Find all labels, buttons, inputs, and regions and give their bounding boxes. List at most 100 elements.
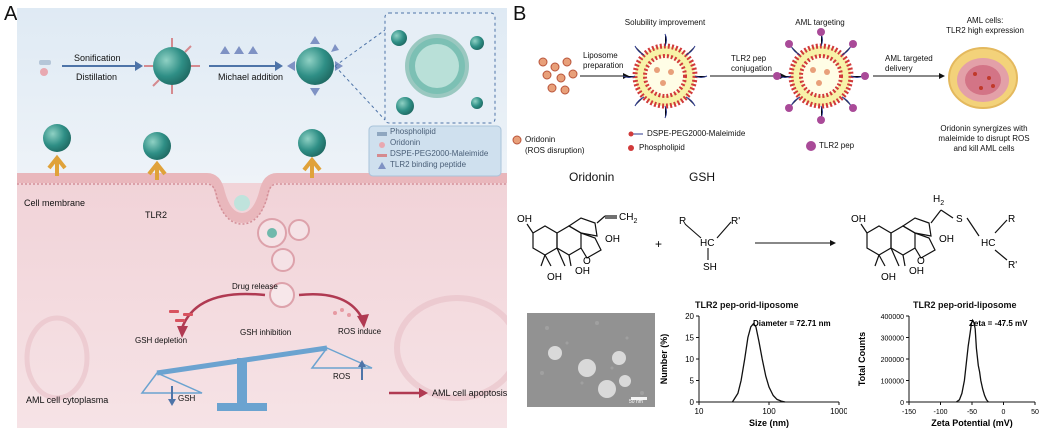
balance-base <box>217 403 267 411</box>
legend-oridonin: Oridonin (ROS disruption) <box>525 134 585 156</box>
liposome-prep-line-1: Liposome <box>583 51 618 60</box>
endosome-content <box>267 228 277 238</box>
product-h2: H2 <box>933 194 944 207</box>
y-tick-label: 15 <box>685 334 694 343</box>
y-tick-label: 400000 <box>881 314 904 321</box>
chart-1-title: TLR2 pep-orid-liposome <box>695 300 799 310</box>
legend-peptide: TLR2 binding peptide <box>390 160 467 169</box>
tem-texture <box>527 313 655 407</box>
gsh-hc: HC <box>700 238 714 249</box>
legend-oridonin: Oridonin <box>390 138 421 147</box>
gsh-bonds <box>684 221 732 260</box>
golgi-shape <box>24 315 90 401</box>
gsh-arrowhead <box>177 326 188 338</box>
y-tick-label: 0 <box>690 398 695 407</box>
reaction-scheme: OH OH O OH OH CH2 + R R' HC SH <box>517 194 1017 283</box>
ch2-text: CH <box>619 212 633 223</box>
mini-liposome <box>470 36 484 50</box>
product-oh-2: OH <box>939 234 954 245</box>
x-tick-label: 10 <box>695 407 704 416</box>
legend-oridonin-icon <box>512 135 522 145</box>
product-hc: HC <box>981 238 995 249</box>
chart-annotation: Diameter = 72.71 nm <box>753 319 831 328</box>
y-axis-label: Total Counts <box>857 332 867 386</box>
delivery-arrowhead <box>939 73 945 79</box>
plus-sign: + <box>655 237 662 251</box>
endocytic-vesicle <box>234 195 250 211</box>
y-tick-label: 300000 <box>881 336 904 343</box>
zoom-line <box>334 65 386 121</box>
balance-post <box>237 358 247 403</box>
aml-targeting-label: AML targeting <box>795 18 845 27</box>
x-tick-label: -100 <box>933 409 947 416</box>
liposome-prep-line-2: preparation <box>583 61 624 70</box>
apoptosis-label: AML cell apoptosis <box>432 388 508 398</box>
y-tick-label: 0 <box>900 400 904 407</box>
solubility-label: Solubility improvement <box>624 18 706 27</box>
liposome-ball <box>153 47 191 85</box>
x-axis-label: Size (nm) <box>749 418 789 428</box>
legend-dspe-head <box>628 131 634 137</box>
oridonin-oh-2: OH <box>605 234 620 245</box>
phospholipid-molecule-icon <box>39 60 51 65</box>
h2-text: H <box>933 194 940 205</box>
targeted-liposome-ball <box>296 47 334 85</box>
x-tick-label: -50 <box>967 409 977 416</box>
liposome-core <box>415 44 459 88</box>
y-tick-label: 100000 <box>881 379 904 386</box>
sonification-arrowhead <box>135 61 143 71</box>
targeted-liposome-schematic <box>773 28 869 124</box>
ros-molecules <box>333 308 351 317</box>
y-tick-label: 5 <box>690 377 695 386</box>
delivery-line-1: AML targeted <box>885 54 933 63</box>
legend-phospholipid: Phospholipid <box>639 143 685 152</box>
gsh-structure-label: GSH <box>689 170 716 184</box>
oridonin-ch2: CH2 <box>619 212 637 225</box>
receptor-liposome <box>143 132 171 180</box>
legend-phospholipid-icon <box>628 145 634 151</box>
oridonin-oh-1: OH <box>517 214 532 225</box>
product-oh-4: OH <box>881 272 896 283</box>
peptide-icon <box>234 46 244 54</box>
conjugation-line-1: TLR2 pep <box>731 54 767 63</box>
aml-cell-icon <box>948 47 1018 109</box>
mini-liposome <box>396 97 414 115</box>
oridonin-dots <box>538 57 578 95</box>
oridonin-skeleton <box>526 215 617 267</box>
conjugation-line-2: conjugation <box>731 64 772 73</box>
legend-oridonin-line-2: (ROS disruption) <box>525 146 585 155</box>
aml-cells-title: AML cells: TLR2 high expression <box>935 16 1035 36</box>
legend-oridonin-line-1: Oridonin <box>525 135 556 144</box>
product-r-prime: R' <box>1008 260 1017 271</box>
product-oh-3: OH <box>909 266 924 277</box>
balance-pan-right <box>310 347 373 369</box>
peptide-decorations <box>287 36 343 96</box>
tem-image: 50 nm <box>527 313 655 407</box>
tem-scale-label: 50 nm <box>629 399 643 405</box>
product-skeleton <box>860 209 1008 267</box>
up-arrowhead <box>358 360 366 367</box>
tlr2-label: TLR2 <box>145 210 168 220</box>
michael-addition-label: Michael addition <box>218 72 284 82</box>
legend-tlr2pep: TLR2 pep <box>819 141 855 150</box>
panel-a-letter: A <box>4 3 18 25</box>
gsh-arrow <box>180 292 266 329</box>
zoom-line <box>334 29 386 67</box>
gsh-sh: SH <box>703 262 717 273</box>
liposome-pegs <box>144 38 200 94</box>
ros-arrow <box>298 293 364 319</box>
product-r: R <box>1008 214 1015 225</box>
liposome-prep-label: Liposome preparation <box>583 51 623 71</box>
chart-2-title: TLR2 pep-orid-liposome <box>913 300 1017 310</box>
ros-arrowhead <box>357 314 369 328</box>
product-o: O <box>917 256 925 267</box>
dspe-legend-icon <box>377 154 387 157</box>
series-line <box>731 322 786 403</box>
panel-b-schematic <box>512 28 1018 151</box>
gsh-inhibition-label: GSH inhibition <box>240 328 292 337</box>
cell-membrane-label: Cell membrane <box>24 198 86 208</box>
panel-a: A <box>0 0 508 434</box>
legend-list: Phospholipid Oridonin DSPE-PEG2000-Malei… <box>390 127 488 171</box>
ros-induce-label: ROS induce <box>338 327 382 336</box>
